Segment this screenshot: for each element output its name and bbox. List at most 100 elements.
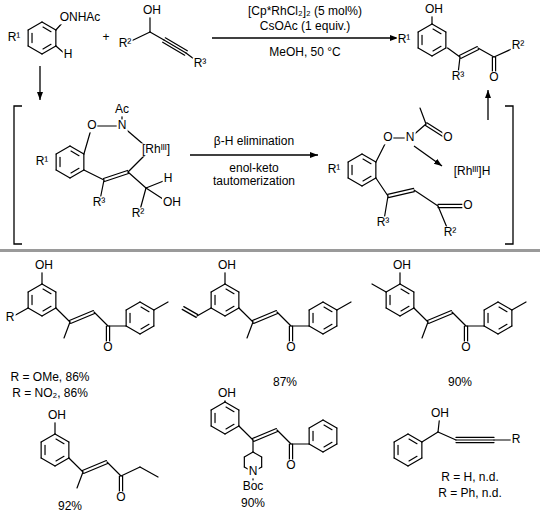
bond-line: [129, 313, 130, 322]
bond-line: [211, 308, 225, 316]
bond-line: [70, 170, 84, 178]
bond-line: [56, 439, 64, 444]
yield-label: R = OMe, 86%: [9, 371, 90, 384]
condition-label: β-H elimination: [213, 135, 295, 148]
bond-line: [323, 444, 337, 452]
bond-line: [225, 308, 239, 316]
yield-label: R = NO₂, 86%: [11, 387, 89, 400]
atom-label: O: [460, 341, 471, 354]
atom-label: R²: [511, 39, 526, 52]
condition-label: MeOH, 50 °C: [268, 46, 341, 59]
bond-line: [466, 325, 484, 326]
bond-line: [499, 324, 507, 329]
atom-label: [Rhᴵᴵᴵ]: [141, 143, 171, 156]
bond-line: [484, 326, 498, 334]
atom-label: R: [5, 311, 16, 324]
bracket: [505, 106, 513, 244]
bond-line: [372, 284, 386, 292]
condition-label: CsOAc (1 equiv.): [259, 20, 351, 33]
bond-line: [422, 322, 428, 338]
bond-line: [312, 431, 313, 440]
bond-line: [324, 425, 332, 430]
bond-line: [363, 159, 371, 164]
bond-line: [487, 313, 488, 322]
atom-label: O: [285, 341, 296, 354]
bond-line: [42, 22, 56, 30]
bond-line: [401, 289, 409, 294]
bond-line: [498, 326, 512, 334]
bond-line: [239, 308, 253, 322]
yield-label: 90%: [447, 376, 473, 389]
bond-line: [140, 467, 158, 477]
bond-line: [164, 40, 186, 53]
bond-line: [197, 308, 211, 316]
bond-line: [337, 302, 351, 310]
bond-line: [323, 326, 337, 334]
bond-line: [214, 413, 215, 422]
bond-line: [408, 434, 422, 442]
bond-line: [71, 151, 79, 156]
bond-line: [291, 325, 309, 326]
reaction-arrow: [212, 37, 398, 38]
bond-line: [44, 445, 45, 454]
bond-line: [323, 420, 337, 428]
bond-line: [394, 442, 395, 458]
bond-line: [59, 157, 60, 166]
bond-line: [239, 426, 253, 440]
atom-label: ONHAc: [59, 11, 102, 24]
atom-label: R¹: [327, 163, 342, 176]
bond-line: [448, 48, 460, 57]
bond-line: [409, 439, 417, 444]
atom-label: O: [442, 131, 453, 144]
bond-line: [254, 313, 278, 323]
atom-label: R³: [376, 216, 391, 229]
bond-line: [56, 146, 70, 154]
bond-line: [28, 308, 42, 316]
bond-line: [211, 410, 212, 426]
bond-line: [452, 312, 466, 326]
bond-line: [456, 442, 494, 443]
bond-line: [484, 302, 498, 310]
bond-line: [499, 307, 507, 312]
atom-label: O: [86, 119, 97, 132]
yield-label: R = Ph, n.d.: [437, 487, 503, 500]
bond-line: [126, 310, 127, 326]
bond-line: [418, 24, 432, 32]
bond-line: [438, 432, 456, 440]
bond-line: [376, 178, 388, 196]
bond-line: [309, 428, 310, 444]
bond-line: [140, 326, 154, 334]
bond-line: [324, 324, 332, 329]
bond-line: [309, 326, 323, 334]
atom-label: OH: [142, 4, 162, 17]
bond-line: [309, 302, 323, 310]
bond-line: [211, 426, 225, 434]
bond-line: [362, 154, 376, 162]
bond-line: [408, 458, 422, 466]
bond-line: [165, 38, 187, 51]
atom-label: N: [248, 465, 259, 478]
atom-label: R³: [451, 70, 466, 83]
bond-line: [388, 188, 414, 194]
bond-line: [42, 284, 56, 292]
bond-line: [277, 430, 291, 444]
atom-label: O: [462, 199, 473, 212]
atom-label: OH: [430, 407, 450, 420]
bond-line: [107, 462, 121, 476]
bond-line: [512, 302, 526, 310]
bond-line: [418, 48, 432, 56]
atom-label: R¹: [7, 31, 22, 44]
bond-line: [461, 49, 479, 58]
bond-line: [432, 24, 446, 32]
bond-line: [150, 32, 164, 40]
atom-label: R²: [443, 226, 458, 239]
bond-line: [413, 292, 414, 308]
atom-label: R³: [92, 196, 107, 209]
bracket: [14, 106, 22, 244]
bond-line: [511, 310, 512, 326]
atom-label: R¹: [397, 33, 412, 46]
bond-line: [309, 420, 323, 428]
atom-label: O: [488, 71, 499, 84]
bond-line: [71, 168, 79, 173]
bond-line: [397, 445, 398, 454]
